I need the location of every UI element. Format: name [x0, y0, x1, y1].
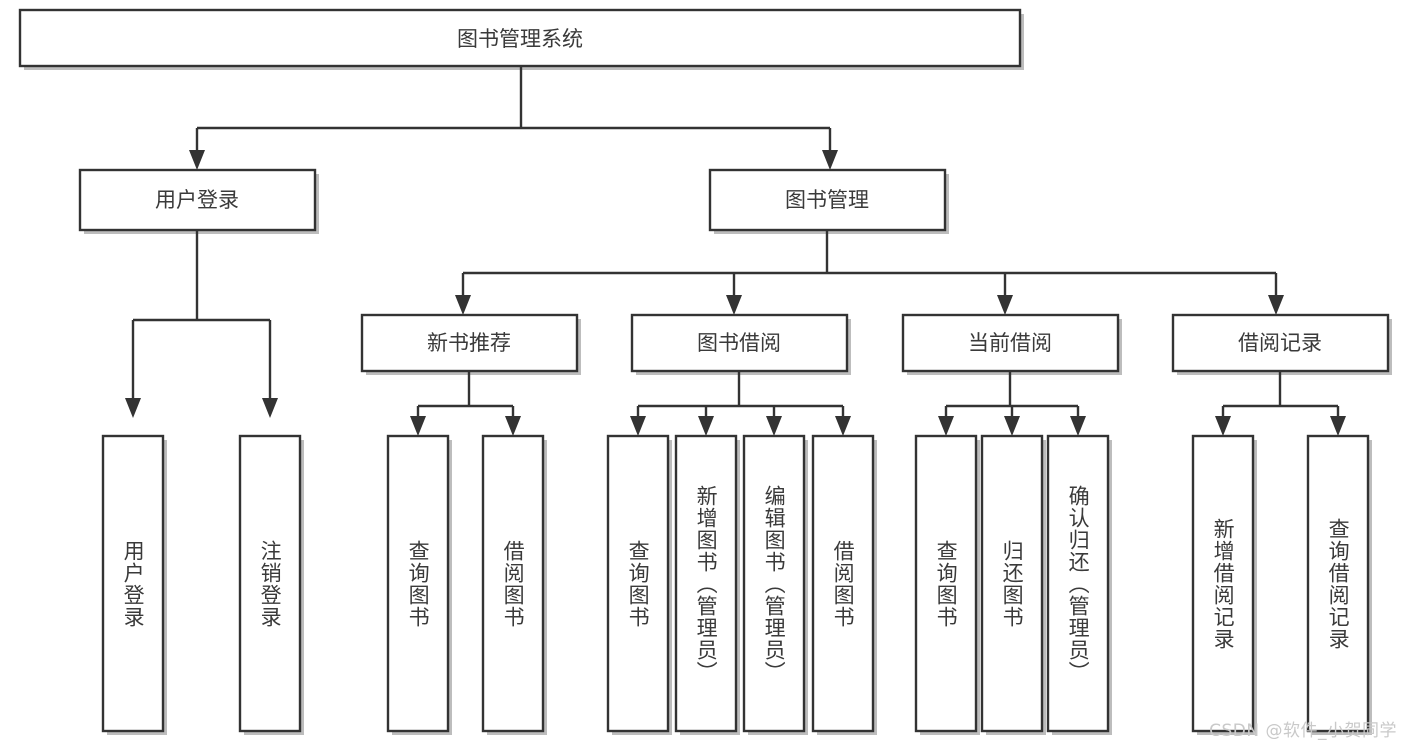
csdn-watermark: CSDN @软件_小贺同学 [1209, 721, 1397, 741]
leaf-node-bb-2[interactable] [742, 434, 808, 735]
arrow-to-current-borrow [997, 295, 1013, 315]
connector-new-book-recommend-to-leaves [410, 371, 521, 436]
connector-current-borrow-to-leaves [938, 371, 1086, 436]
arrow-to-leaf-nbr-1 [505, 416, 521, 436]
arrow-to-leaf-br-1 [1330, 416, 1346, 436]
leaf-node-nbr-0[interactable] [386, 434, 452, 735]
leaf-node-bb-1[interactable] [674, 434, 740, 735]
node-book-manage[interactable]: 图书管理 [708, 168, 949, 234]
arrow-to-user-login [189, 150, 205, 170]
leaf-node-br-0[interactable] [1191, 434, 1257, 735]
arrow-to-new-book-recommend [455, 295, 471, 315]
node-current-borrow[interactable]: 当前借阅 [901, 313, 1122, 375]
arrow-to-leaf-cb-1 [1004, 416, 1020, 436]
node-book-borrow[interactable]: 图书借阅 [630, 313, 851, 375]
connector-book-manage-to-level3 [455, 230, 1284, 315]
node-user-login[interactable]: 用户登录 [78, 168, 319, 234]
leaf-node-user-login-0[interactable] [101, 434, 167, 735]
arrow-to-leaf-cb-2 [1070, 416, 1086, 436]
arrow-to-book-borrow [726, 295, 742, 315]
root-label: 图书管理系统 [457, 27, 583, 51]
borrow-record-box[interactable] [1171, 313, 1390, 373]
book-manage-label: 图书管理 [785, 188, 869, 212]
connector-book-borrow-to-leaves [630, 371, 851, 436]
node-new-book-recommend[interactable]: 新书推荐 [360, 313, 581, 375]
leaf-node-cb-0[interactable] [914, 434, 980, 735]
leaf-node-nbr-1[interactable] [481, 434, 547, 735]
user-login-label: 用户登录 [155, 188, 239, 212]
user-login-box[interactable] [78, 168, 317, 232]
arrow-to-leaf-bb-0 [630, 416, 646, 436]
arrow-to-leaf-user-login-1 [262, 398, 278, 418]
borrow-record-label: 借阅记录 [1238, 331, 1322, 355]
leaf-node-br-1[interactable] [1306, 434, 1372, 735]
leaf-node-bb-0[interactable] [606, 434, 672, 735]
connector-borrow-record-to-leaves [1215, 371, 1346, 436]
arrow-to-leaf-bb-3 [835, 416, 851, 436]
arrow-to-leaf-bb-2 [766, 416, 782, 436]
arrow-to-leaf-cb-0 [938, 416, 954, 436]
arrow-to-book-manage [822, 150, 838, 170]
arrow-to-leaf-nbr-0 [410, 416, 426, 436]
connector-user-login-to-leaves [125, 230, 278, 418]
current-borrow-box[interactable] [901, 313, 1120, 373]
new-book-recommend-label: 新书推荐 [427, 331, 511, 355]
current-borrow-label: 当前借阅 [968, 331, 1052, 355]
leaf-node-bb-3[interactable] [811, 434, 877, 735]
arrow-to-leaf-br-0 [1215, 416, 1231, 436]
arrow-to-borrow-record [1268, 295, 1284, 315]
root-box[interactable] [18, 8, 1022, 68]
arrow-to-leaf-user-login-0 [125, 398, 141, 418]
leaf-node-user-login-1[interactable] [238, 434, 304, 735]
connector-root-to-level2 [189, 66, 838, 170]
leaf-node-cb-2[interactable] [1046, 434, 1112, 735]
new-book-recommend-box[interactable] [360, 313, 579, 373]
node-root[interactable]: 图书管理系统 [18, 8, 1024, 70]
arrow-to-leaf-bb-1 [698, 416, 714, 436]
book-borrow-label: 图书借阅 [697, 331, 781, 355]
leaf-node-cb-1[interactable] [980, 434, 1046, 735]
node-borrow-record[interactable]: 借阅记录 [1171, 313, 1392, 375]
